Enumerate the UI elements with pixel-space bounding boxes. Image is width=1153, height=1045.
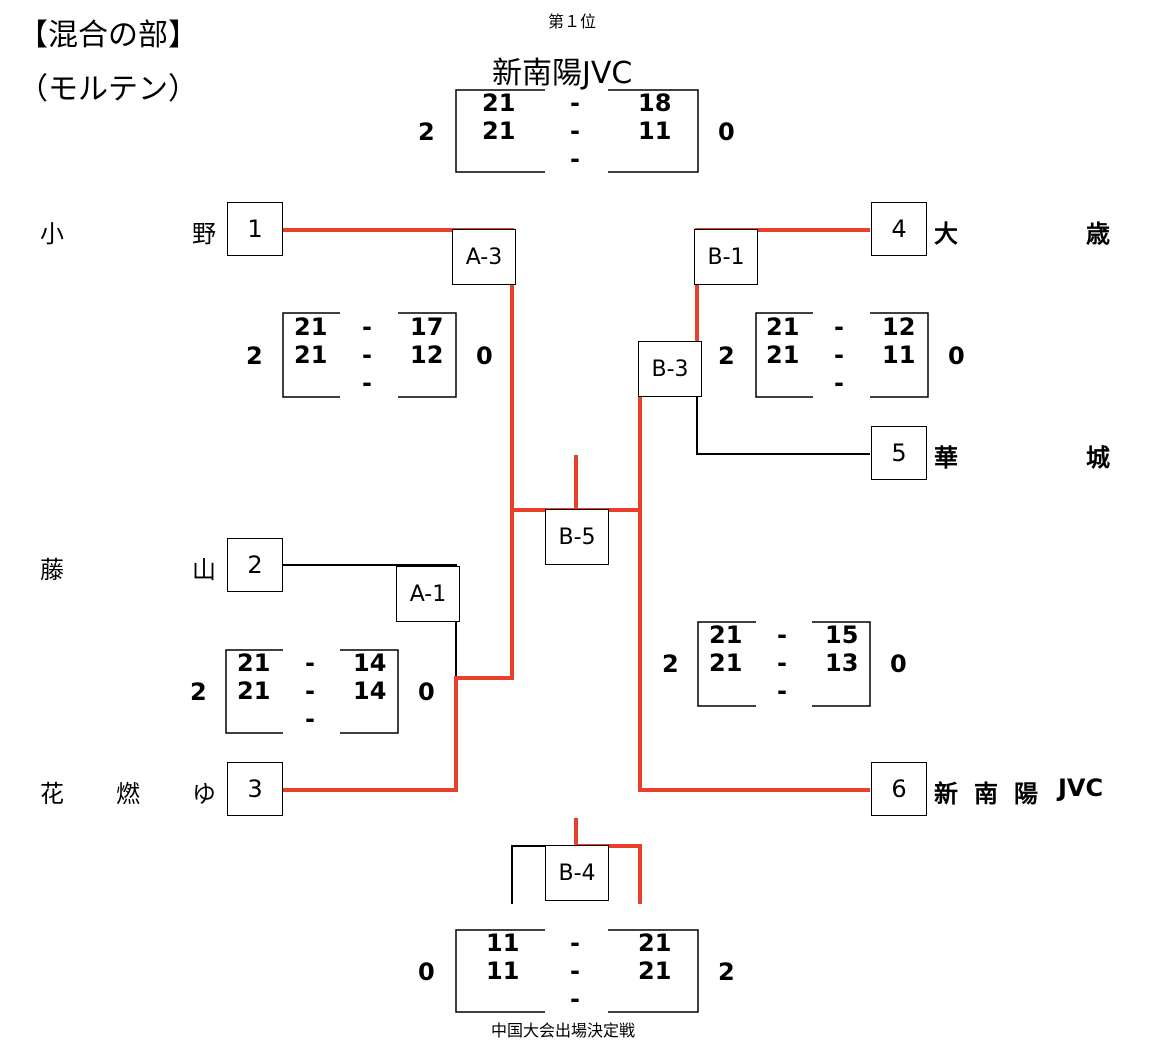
line-b4-left (511, 845, 560, 904)
match-label-b5: B-5 (545, 509, 609, 565)
b3-right-total: 0 (948, 342, 965, 370)
team-2-name-left: 藤 (40, 556, 64, 584)
seed-box-6: 6 (871, 762, 927, 816)
final-s2-right: 11 (638, 117, 672, 145)
final-s2-left: 21 (482, 117, 516, 145)
a3-left-total: 2 (246, 342, 263, 370)
team-6-name-b: 南 (974, 780, 998, 808)
a1-s2-right: 14 (353, 677, 387, 705)
line-2-a1 (283, 564, 457, 678)
a3-s1-dash: - (362, 313, 372, 341)
a1-s3-dash: - (305, 705, 315, 733)
final-s1-dash: - (570, 89, 580, 117)
b1-s1-right: 15 (825, 621, 859, 649)
b3-s1-left: 21 (766, 313, 800, 341)
scorebox-a3 (282, 312, 457, 398)
b1-s1-dash: - (777, 621, 787, 649)
b1-right-total: 0 (890, 650, 907, 678)
team-5-name-right: 城 (1086, 444, 1110, 472)
team-1-name-left: 小 (40, 220, 64, 248)
a1-s2-dash: - (305, 677, 315, 705)
team-5-name-left: 華 (934, 444, 958, 472)
scorebox-b1 (697, 621, 871, 707)
team-4-name-right: 歳 (1086, 220, 1110, 248)
b1-left-total: 2 (662, 650, 679, 678)
team-6-name-c: 陽 (1014, 780, 1038, 808)
a1-right-total: 0 (418, 678, 435, 706)
final-s1-left: 21 (482, 89, 516, 117)
seed-box-4: 4 (871, 202, 927, 256)
team-6-name-a: 新 (934, 780, 958, 808)
b1-s3-dash: - (777, 677, 787, 705)
team-3-name-mid: 燃 (116, 780, 140, 808)
scorebox-a1 (225, 649, 399, 734)
champion-name: 新南陽JVC (492, 56, 633, 91)
footer-label: 中国大会出場決定戦 (491, 1021, 636, 1040)
b1-s2-left: 21 (709, 649, 743, 677)
a1-s2-left: 21 (237, 677, 271, 705)
page-subtitle: （モルテン） (18, 72, 198, 107)
a1-left-total: 2 (190, 678, 207, 706)
final-s3-dash: - (570, 145, 580, 173)
final-right-total: 0 (718, 118, 735, 146)
a3-s1-left: 21 (294, 313, 328, 341)
b4-s2-left: 11 (486, 957, 520, 985)
team-3-name-left: 花 (40, 780, 64, 808)
a3-s2-left: 21 (294, 341, 328, 369)
first-place-label: 第１位 (548, 12, 597, 31)
final-s1-right: 18 (638, 89, 672, 117)
b3-s2-dash: - (834, 341, 844, 369)
b4-s1-right: 21 (638, 929, 672, 957)
a3-s1-right: 17 (410, 313, 444, 341)
b3-left-total: 2 (718, 342, 735, 370)
a3-s2-dash: - (362, 341, 372, 369)
b1-s2-right: 13 (825, 649, 859, 677)
team-1-name-right: 野 (192, 220, 216, 248)
a1-s1-right: 14 (353, 649, 387, 677)
win-line-3 (283, 510, 514, 792)
seed-box-2: 2 (227, 538, 283, 592)
page-title: 【混合の部】 (18, 18, 198, 53)
b3-s1-dash: - (834, 313, 844, 341)
a1-s1-dash: - (305, 649, 315, 677)
b4-s1-left: 11 (486, 929, 520, 957)
a3-right-total: 0 (476, 342, 493, 370)
scorebox-b4 (455, 929, 699, 1013)
scorebox-b3 (755, 312, 929, 398)
b4-s3-dash: - (570, 985, 580, 1013)
team-4-name-left: 大 (934, 220, 958, 248)
b3-s3-dash: - (834, 369, 844, 397)
match-label-a3: A-3 (452, 229, 516, 285)
a1-s1-left: 21 (237, 649, 271, 677)
b3-s1-right: 12 (882, 313, 916, 341)
a3-s3-dash: - (362, 369, 372, 397)
team-6-name-d: JVC (1058, 774, 1104, 802)
seed-box-3: 3 (227, 762, 283, 816)
final-s2-dash: - (570, 117, 580, 145)
match-label-b3: B-3 (638, 341, 702, 397)
match-label-b4: B-4 (545, 845, 609, 901)
b4-s2-dash: - (570, 957, 580, 985)
match-label-a1: A-1 (396, 566, 460, 622)
seed-box-5: 5 (871, 426, 927, 480)
final-left-total: 2 (418, 118, 435, 146)
a3-s2-right: 12 (410, 341, 444, 369)
b4-s2-right: 21 (638, 957, 672, 985)
team-3-name-right: ゆ (192, 780, 216, 808)
b1-s1-left: 21 (709, 621, 743, 649)
b4-left-total: 0 (418, 958, 435, 986)
match-label-b1: B-1 (694, 229, 758, 285)
seed-box-1: 1 (227, 202, 283, 256)
b3-s2-left: 21 (766, 341, 800, 369)
win-line-1 (283, 228, 578, 512)
scorebox-final (455, 89, 699, 173)
b4-s1-dash: - (570, 929, 580, 957)
b1-s2-dash: - (777, 649, 787, 677)
team-2-name-right: 山 (192, 556, 216, 584)
b3-s2-right: 11 (882, 341, 916, 369)
b4-right-total: 2 (718, 958, 735, 986)
